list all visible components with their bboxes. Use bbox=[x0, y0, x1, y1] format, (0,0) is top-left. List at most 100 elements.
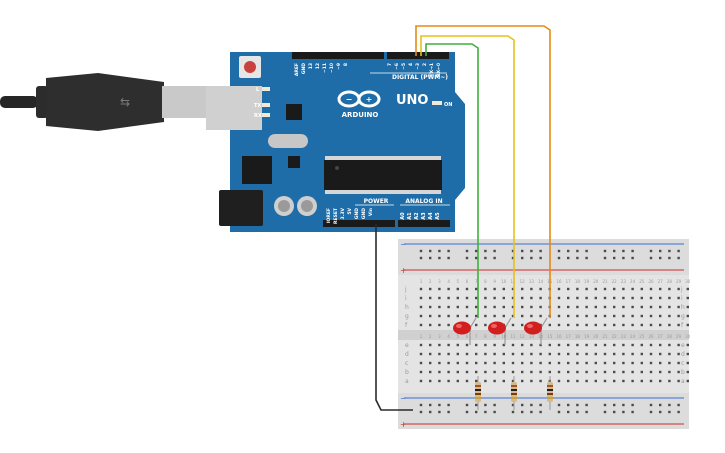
breadboard-hole bbox=[429, 352, 432, 356]
power-pin-label: GND bbox=[354, 208, 360, 219]
rail-hole bbox=[429, 403, 432, 407]
wire-green[interactable] bbox=[425, 43, 479, 318]
rail-hole bbox=[576, 403, 579, 407]
rail-hole bbox=[419, 410, 423, 414]
reset-button[interactable] bbox=[244, 61, 256, 73]
capacitor-1-top bbox=[278, 200, 290, 212]
usb-cable-boot bbox=[36, 86, 48, 118]
led-1[interactable] bbox=[453, 317, 477, 345]
breadboard-hole bbox=[686, 370, 689, 374]
resistor-3[interactable] bbox=[547, 376, 553, 410]
column-number: 9 bbox=[493, 334, 496, 339]
breadboard-hole bbox=[465, 287, 469, 291]
rail-hole bbox=[585, 256, 588, 260]
column-number: 18 bbox=[575, 334, 581, 339]
breadboard-hole bbox=[613, 314, 616, 318]
usb-cable[interactable]: ⇆ bbox=[0, 73, 206, 131]
top-pin-label: ~6 bbox=[394, 63, 400, 70]
breadboard-hole bbox=[677, 361, 680, 365]
breadboard-hole bbox=[521, 361, 524, 365]
column-number: 29 bbox=[676, 279, 682, 284]
column-number: 12 bbox=[520, 279, 526, 284]
analog-pin-label: A4 bbox=[428, 212, 434, 220]
logo-loop-right bbox=[357, 90, 381, 108]
row-label: g bbox=[405, 313, 409, 320]
row-label: j bbox=[404, 286, 407, 293]
wire-black[interactable] bbox=[375, 224, 413, 411]
top-pin-label: 8 bbox=[343, 63, 349, 66]
rail-hole bbox=[484, 249, 487, 253]
breadboard-hole bbox=[567, 370, 570, 374]
usb-plug-body bbox=[46, 73, 164, 131]
wire-orange[interactable] bbox=[415, 25, 551, 318]
rail-hole bbox=[447, 403, 450, 407]
breadboard-hole bbox=[594, 314, 597, 318]
breadboard-hole bbox=[539, 287, 542, 291]
wire-yellow[interactable] bbox=[420, 35, 515, 318]
resistor-2[interactable] bbox=[511, 376, 517, 410]
rail-hole bbox=[649, 249, 653, 253]
breadboard-hole bbox=[567, 361, 570, 365]
rail-hole bbox=[603, 403, 607, 407]
breadboard-hole bbox=[649, 296, 653, 300]
power-pin-label: 3.3V bbox=[340, 207, 346, 219]
breadboard-hole bbox=[640, 370, 643, 374]
column-number: 14 bbox=[538, 279, 544, 284]
usb-cable-strain bbox=[0, 96, 38, 108]
breadboard-hole bbox=[429, 287, 432, 291]
top-pin-label: AREF bbox=[294, 63, 300, 76]
rail-hole bbox=[567, 403, 570, 407]
column-number: 20 bbox=[593, 279, 599, 284]
column-number: 5 bbox=[457, 279, 460, 284]
breadboard-hole bbox=[521, 296, 524, 300]
breadboard-hole bbox=[594, 361, 597, 365]
rail-hole bbox=[465, 249, 469, 253]
resistor-band bbox=[547, 397, 553, 399]
row-label: f bbox=[405, 322, 408, 329]
rail-hole bbox=[465, 410, 469, 414]
column-number: 25 bbox=[639, 334, 645, 339]
top-pin-label: TX→1 bbox=[429, 63, 435, 76]
rail-hole bbox=[511, 256, 515, 260]
resistors[interactable] bbox=[475, 376, 553, 410]
breadboard-hole bbox=[585, 287, 588, 291]
power-jack bbox=[219, 190, 263, 226]
rail-hole bbox=[475, 249, 478, 253]
rail-hole bbox=[438, 403, 441, 407]
breadboard-hole bbox=[594, 287, 597, 291]
rail-hole bbox=[419, 249, 423, 253]
top-pin-label: ~3 bbox=[415, 63, 421, 70]
breadboard-hole bbox=[511, 323, 515, 327]
rail-hole bbox=[631, 403, 634, 407]
breadboard-hole bbox=[677, 314, 680, 318]
led-2[interactable] bbox=[488, 317, 512, 345]
rail-hole bbox=[419, 256, 423, 260]
rail-hole bbox=[668, 256, 671, 260]
rail-hole bbox=[465, 256, 469, 260]
breadboard-hole bbox=[475, 379, 478, 383]
breadboard-hole bbox=[659, 370, 662, 374]
rail-hole bbox=[622, 410, 625, 414]
led-body bbox=[453, 321, 471, 335]
breadboard-hole bbox=[493, 296, 496, 300]
analog-pin-label: A1 bbox=[407, 212, 413, 220]
rail-hole bbox=[659, 410, 662, 414]
led-3[interactable] bbox=[524, 317, 548, 345]
column-number: 22 bbox=[612, 334, 618, 339]
breadboard-hole bbox=[438, 323, 441, 327]
breadboard-hole bbox=[419, 343, 423, 347]
top-pin-label: ~10 bbox=[329, 63, 335, 73]
resistor-1[interactable] bbox=[475, 376, 481, 410]
leds[interactable] bbox=[453, 317, 548, 345]
breadboard-hole bbox=[613, 323, 616, 327]
rail-hole bbox=[677, 403, 680, 407]
breadboard-hole bbox=[659, 305, 662, 309]
column-number: 17 bbox=[566, 334, 572, 339]
breadboard-hole bbox=[686, 379, 689, 383]
analog-pin-label: A5 bbox=[435, 212, 441, 220]
rail-hole bbox=[576, 249, 579, 253]
wires[interactable] bbox=[375, 25, 551, 411]
